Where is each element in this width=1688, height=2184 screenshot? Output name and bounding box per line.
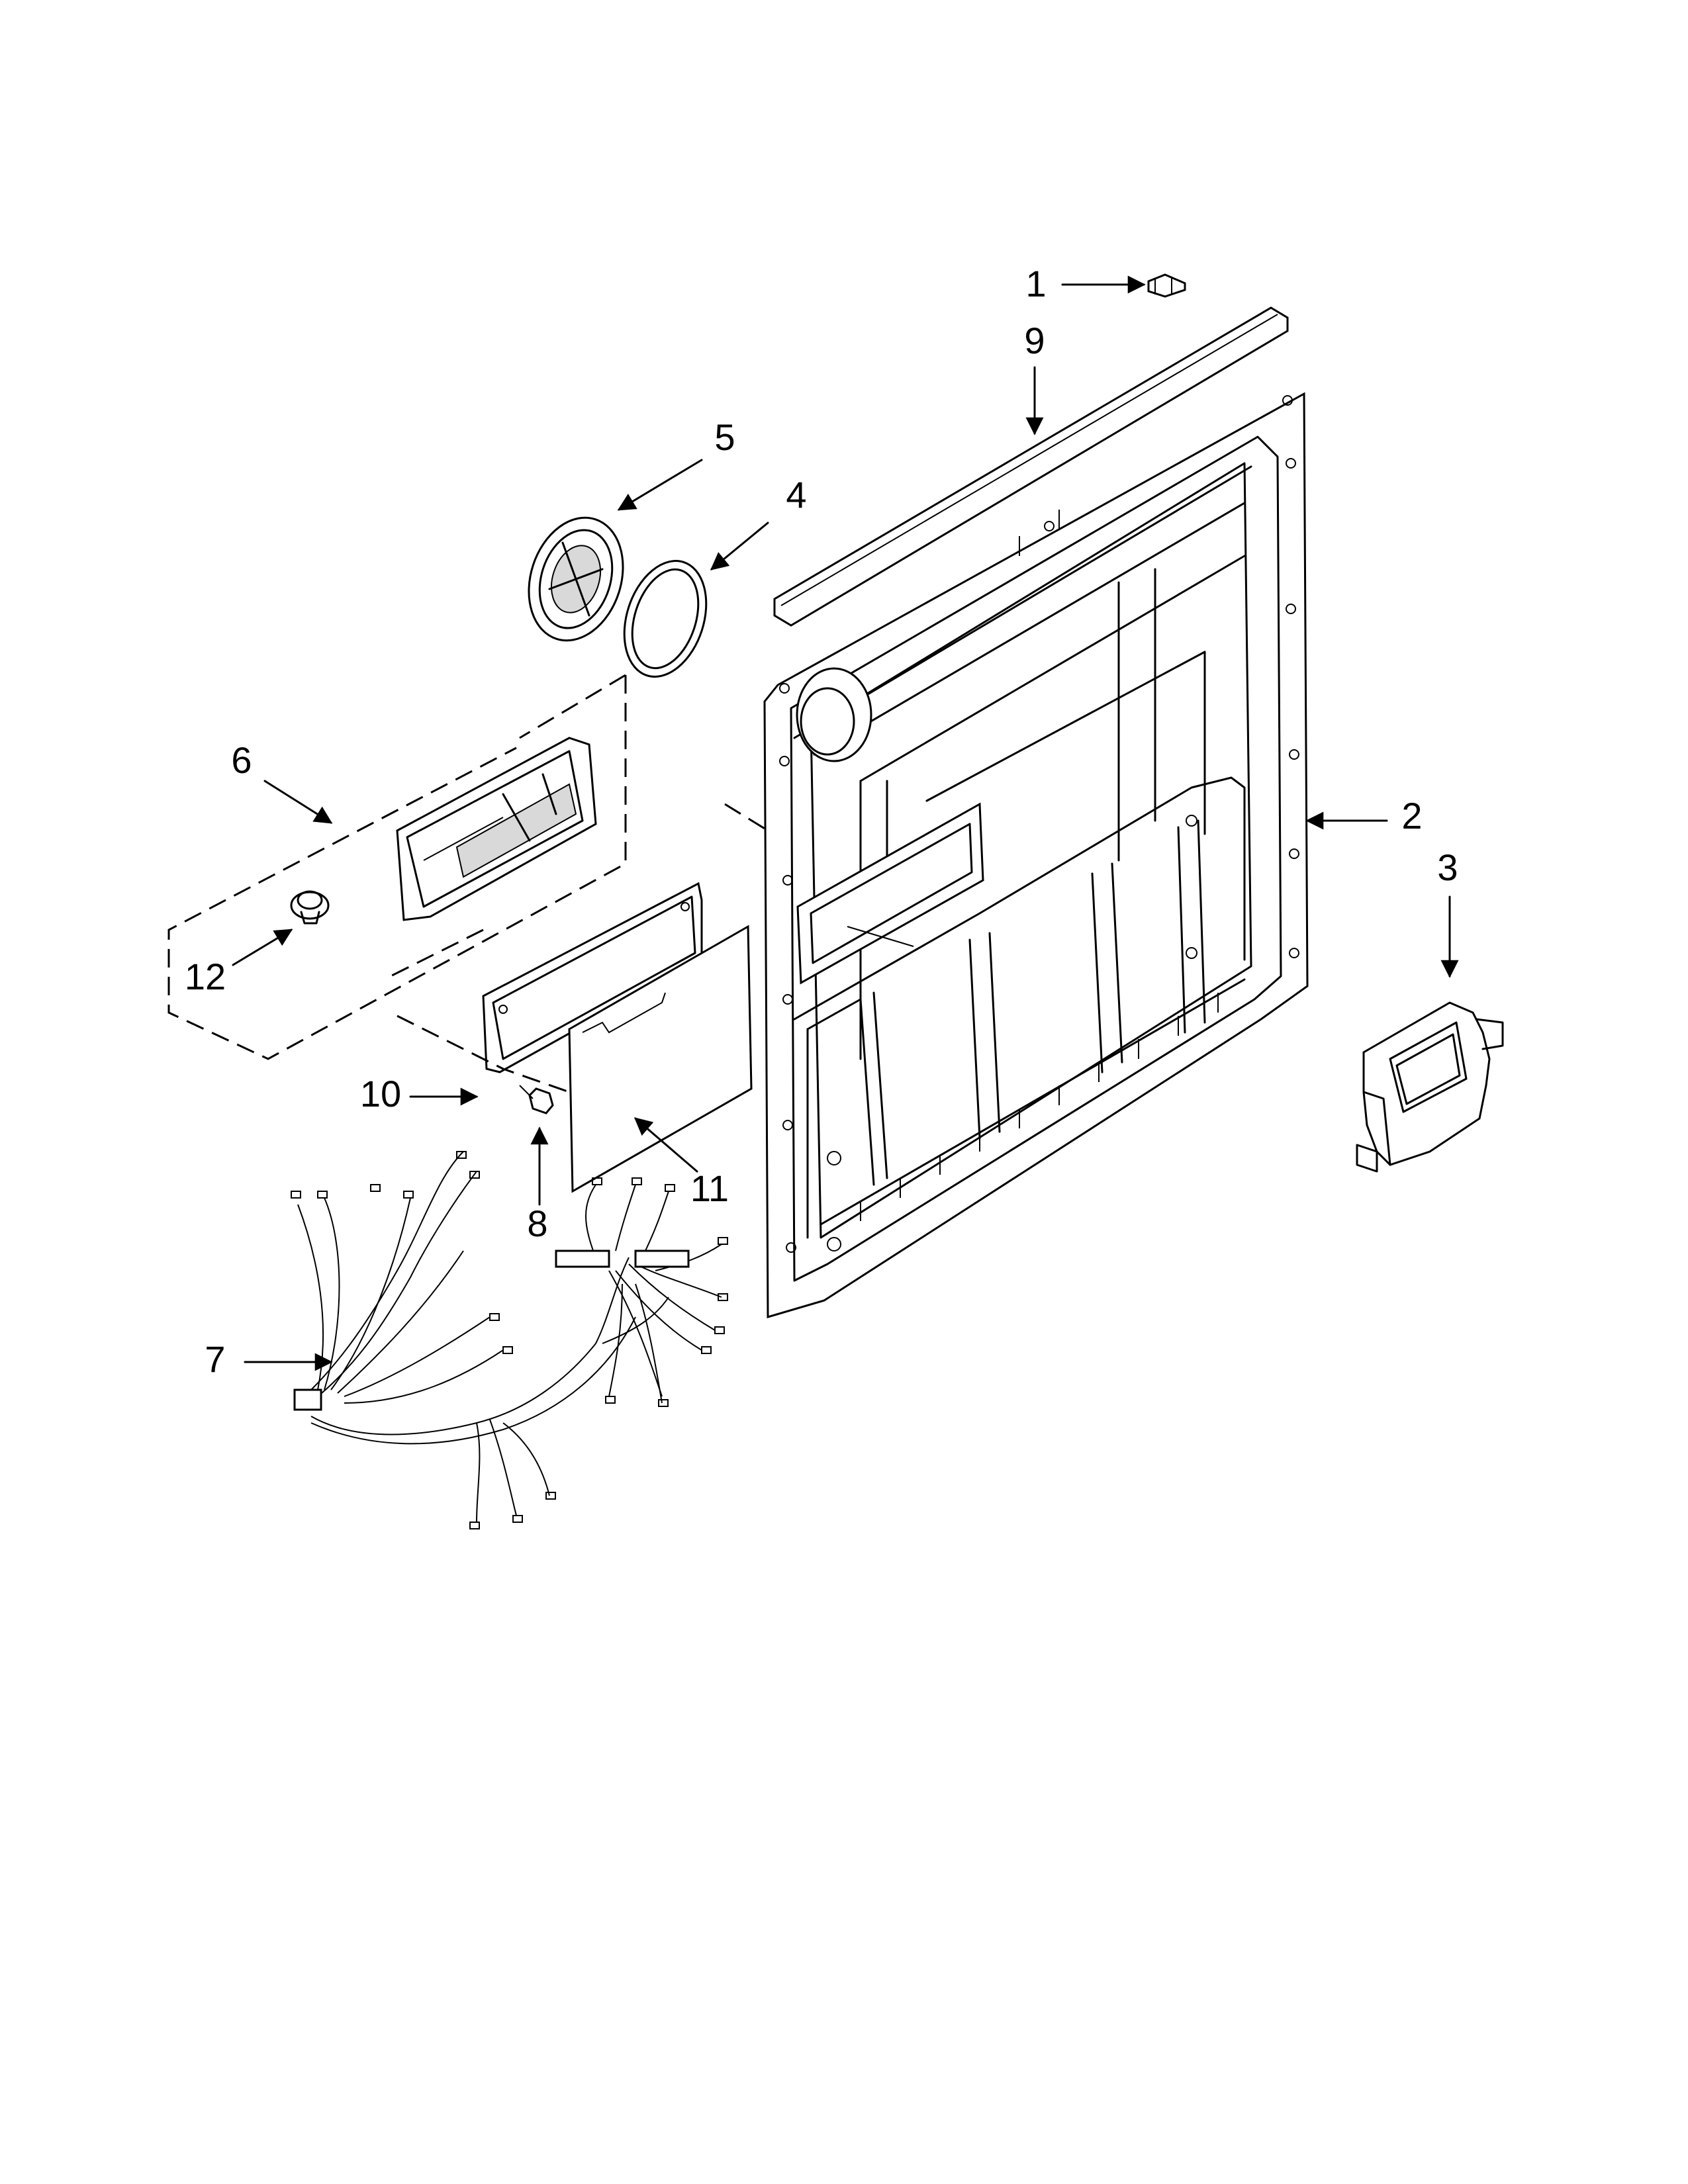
vent-cover: [528, 516, 624, 642]
control-module: [396, 737, 597, 921]
callout-3: 3: [1437, 846, 1458, 888]
outer-panel-frame: [482, 882, 703, 1073]
callout-9: 9: [1024, 320, 1045, 361]
door-dashed-link: [397, 1015, 570, 1093]
top-trim-strip: [773, 306, 1289, 627]
callout-12: 12: [185, 956, 226, 997]
gasket-ring: [623, 560, 708, 678]
control-assembly-outline: [167, 674, 769, 1060]
screw-part-8: [519, 1085, 554, 1115]
vent-assembly: [1356, 1001, 1504, 1173]
callout-10: 10: [360, 1073, 401, 1115]
callout-2: 2: [1401, 795, 1422, 837]
callout-6: 6: [231, 739, 252, 781]
callout-1: 1: [1025, 263, 1046, 304]
insulation-panel: [568, 925, 753, 1193]
callout-11: 11: [690, 1167, 729, 1209]
inner-door-panel: [763, 392, 1309, 1319]
button-knob: [290, 890, 330, 925]
wire-harness: [291, 1151, 728, 1529]
callout-4: 4: [786, 474, 806, 516]
callout-5: 5: [714, 416, 735, 458]
leader-lines: [232, 275, 1459, 1371]
callout-8: 8: [527, 1203, 547, 1244]
screw-part-1: [1147, 273, 1186, 298]
callout-7: 7: [205, 1338, 225, 1380]
